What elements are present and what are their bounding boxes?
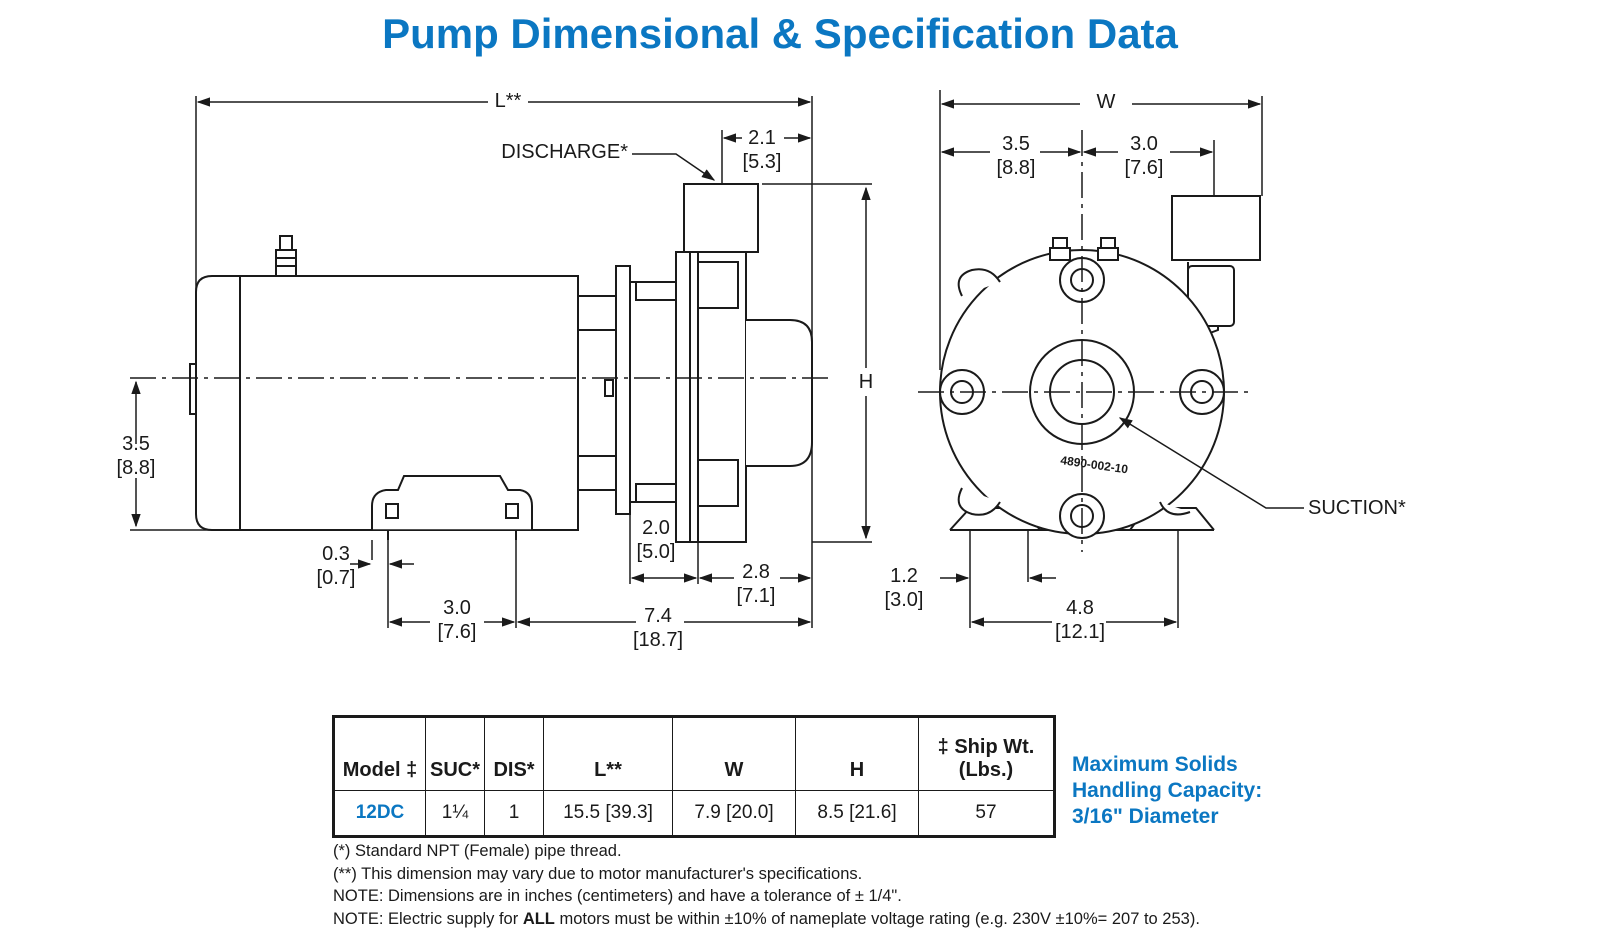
svg-text:[18.7]: [18.7] [633,629,683,651]
cell-ship-wt: 57 [918,790,1055,837]
col-dis: DIS* [484,716,544,791]
ship-wt-line2: (Lbs.) [958,759,1014,781]
svg-text:[0.7]: [0.7] [317,567,356,589]
table-header-row: Model ‡ SUC* DIS* L** W H ‡ Ship Wt. (Lb… [333,716,1055,791]
svg-text:2.1: 2.1 [748,127,776,149]
svg-text:[7.1]: [7.1] [737,585,776,607]
suction-label: SUCTION* [1308,497,1406,519]
discharge-port [683,183,759,253]
discharge-label: DISCHARGE* [501,141,628,163]
svg-text:7.4: 7.4 [644,605,672,627]
side-dimensions [131,96,872,628]
width-label: W [1097,91,1116,113]
length-label: L** [495,90,522,112]
note-electric-bold: ALL [522,909,555,928]
motor-bracket [577,295,617,331]
note-electric-supply: NOTE: Electric supply for ALL motors mus… [333,908,1200,931]
col-l: L** [543,716,673,791]
note-electric-pre: NOTE: Electric supply for [333,909,523,928]
svg-text:3.5: 3.5 [1002,133,1030,155]
svg-text:[8.8]: [8.8] [997,157,1036,179]
svg-text:[8.8]: [8.8] [117,457,156,479]
svg-text:[5.0]: [5.0] [637,541,676,563]
note-npt: (*) Standard NPT (Female) pipe thread. [333,842,622,860]
solids-line2: Handling Capacity: [1072,779,1263,802]
spec-table: Model ‡ SUC* DIS* L** W H ‡ Ship Wt. (Lb… [332,715,1056,838]
motor-foot [371,475,533,530]
note-electric-post: motors must be within ±10% of nameplate … [554,909,1200,928]
end-labels: W 3.5 [8.8] 3.0 [7.6] 1.2 [3.0] 4.8 [12.… [885,91,1406,643]
page-title: Pump Dimensional & Specification Data [382,10,1178,57]
svg-text:3.0: 3.0 [1130,133,1158,155]
svg-text:0.3: 0.3 [322,543,350,565]
solids-capacity-note: Maximum Solids Handling Capacity: 3/16" … [1072,752,1292,830]
cell-dis: 1 [484,790,544,837]
cell-h: 8.5 [21.6] [795,790,919,837]
cell-suc: 1¼ [425,790,485,837]
footnotes: (*) Standard NPT (Female) pipe thread. (… [333,840,1200,930]
pump-dimension-drawing: L** 2.1 [5.3] DISCHARGE* H 3.5 [8.8] 0.3… [117,90,1406,651]
cell-l: 15.5 [39.3] [543,790,673,837]
svg-text:4.8: 4.8 [1066,597,1094,619]
height-label: H [859,371,873,393]
table-row: 12DC 1¼ 1 15.5 [39.3] 7.9 [20.0] 8.5 [21… [333,790,1055,837]
solids-line1: Maximum Solids [1072,753,1238,776]
col-model: Model ‡ [333,716,426,791]
svg-text:1.2: 1.2 [890,565,918,587]
svg-text:[7.6]: [7.6] [438,621,477,643]
adapter-flange [615,265,631,515]
side-labels: L** 2.1 [5.3] DISCHARGE* H 3.5 [8.8] 0.3… [117,90,874,651]
svg-text:[12.1]: [12.1] [1055,621,1105,643]
col-ship-wt: ‡ Ship Wt. (Lbs.) [918,716,1055,791]
svg-text:[3.0]: [3.0] [885,589,924,611]
col-h: H [795,716,919,791]
svg-text:2.0: 2.0 [642,517,670,539]
cell-model: 12DC [333,790,426,837]
svg-text:3.0: 3.0 [443,597,471,619]
note-motor-dimension: (**) This dimension may vary due to moto… [333,864,863,883]
conduit-fitting [275,235,297,277]
svg-text:2.8: 2.8 [742,561,770,583]
ship-wt-line1: ‡ Ship Wt. [937,736,1035,758]
svg-text:3.5: 3.5 [122,433,150,455]
end-dimensions [939,90,1304,628]
end-view [918,130,1261,552]
cell-w: 7.9 [20.0] [672,790,796,837]
col-suc: SUC* [425,716,485,791]
solids-line3: 3/16" Diameter [1072,805,1219,828]
svg-text:[7.6]: [7.6] [1125,157,1164,179]
note-tolerance: NOTE: Dimensions are in inches (centimet… [333,887,902,905]
side-view [130,183,830,543]
col-w: W [672,716,796,791]
svg-text:[5.3]: [5.3] [743,151,782,173]
